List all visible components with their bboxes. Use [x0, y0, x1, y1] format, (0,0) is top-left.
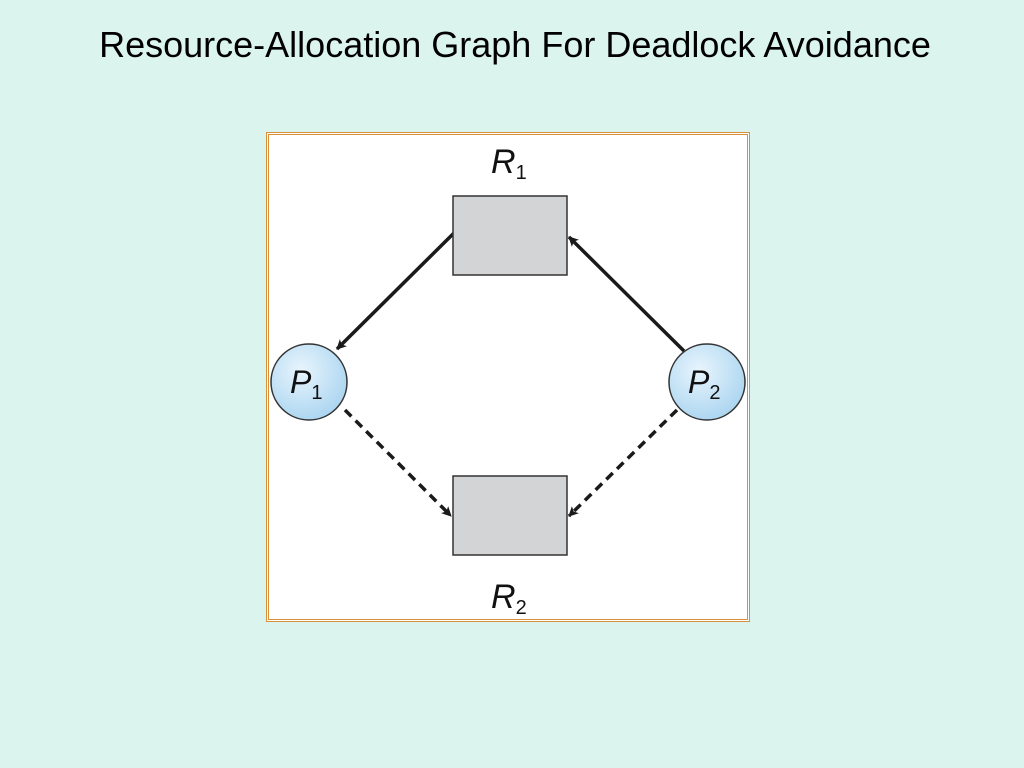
edge-p1-to-r2	[343, 408, 453, 518]
resource-r2-label: R2	[491, 578, 527, 619]
process-p2-label: P2	[688, 364, 720, 404]
process-p1-label: P1	[290, 364, 322, 404]
edge-p2-to-r1	[567, 235, 686, 353]
resource-r1-node	[452, 195, 568, 276]
slide-title: Resource-Allocation Graph For Deadlock A…	[99, 24, 931, 65]
edge-r1-to-p1	[335, 231, 456, 351]
resource-r1-label: R1	[491, 143, 527, 184]
process-p1-node	[270, 343, 348, 421]
edge-p2-to-r2	[567, 408, 679, 518]
process-p2-node	[668, 343, 746, 421]
resource-r2-node	[452, 475, 568, 556]
